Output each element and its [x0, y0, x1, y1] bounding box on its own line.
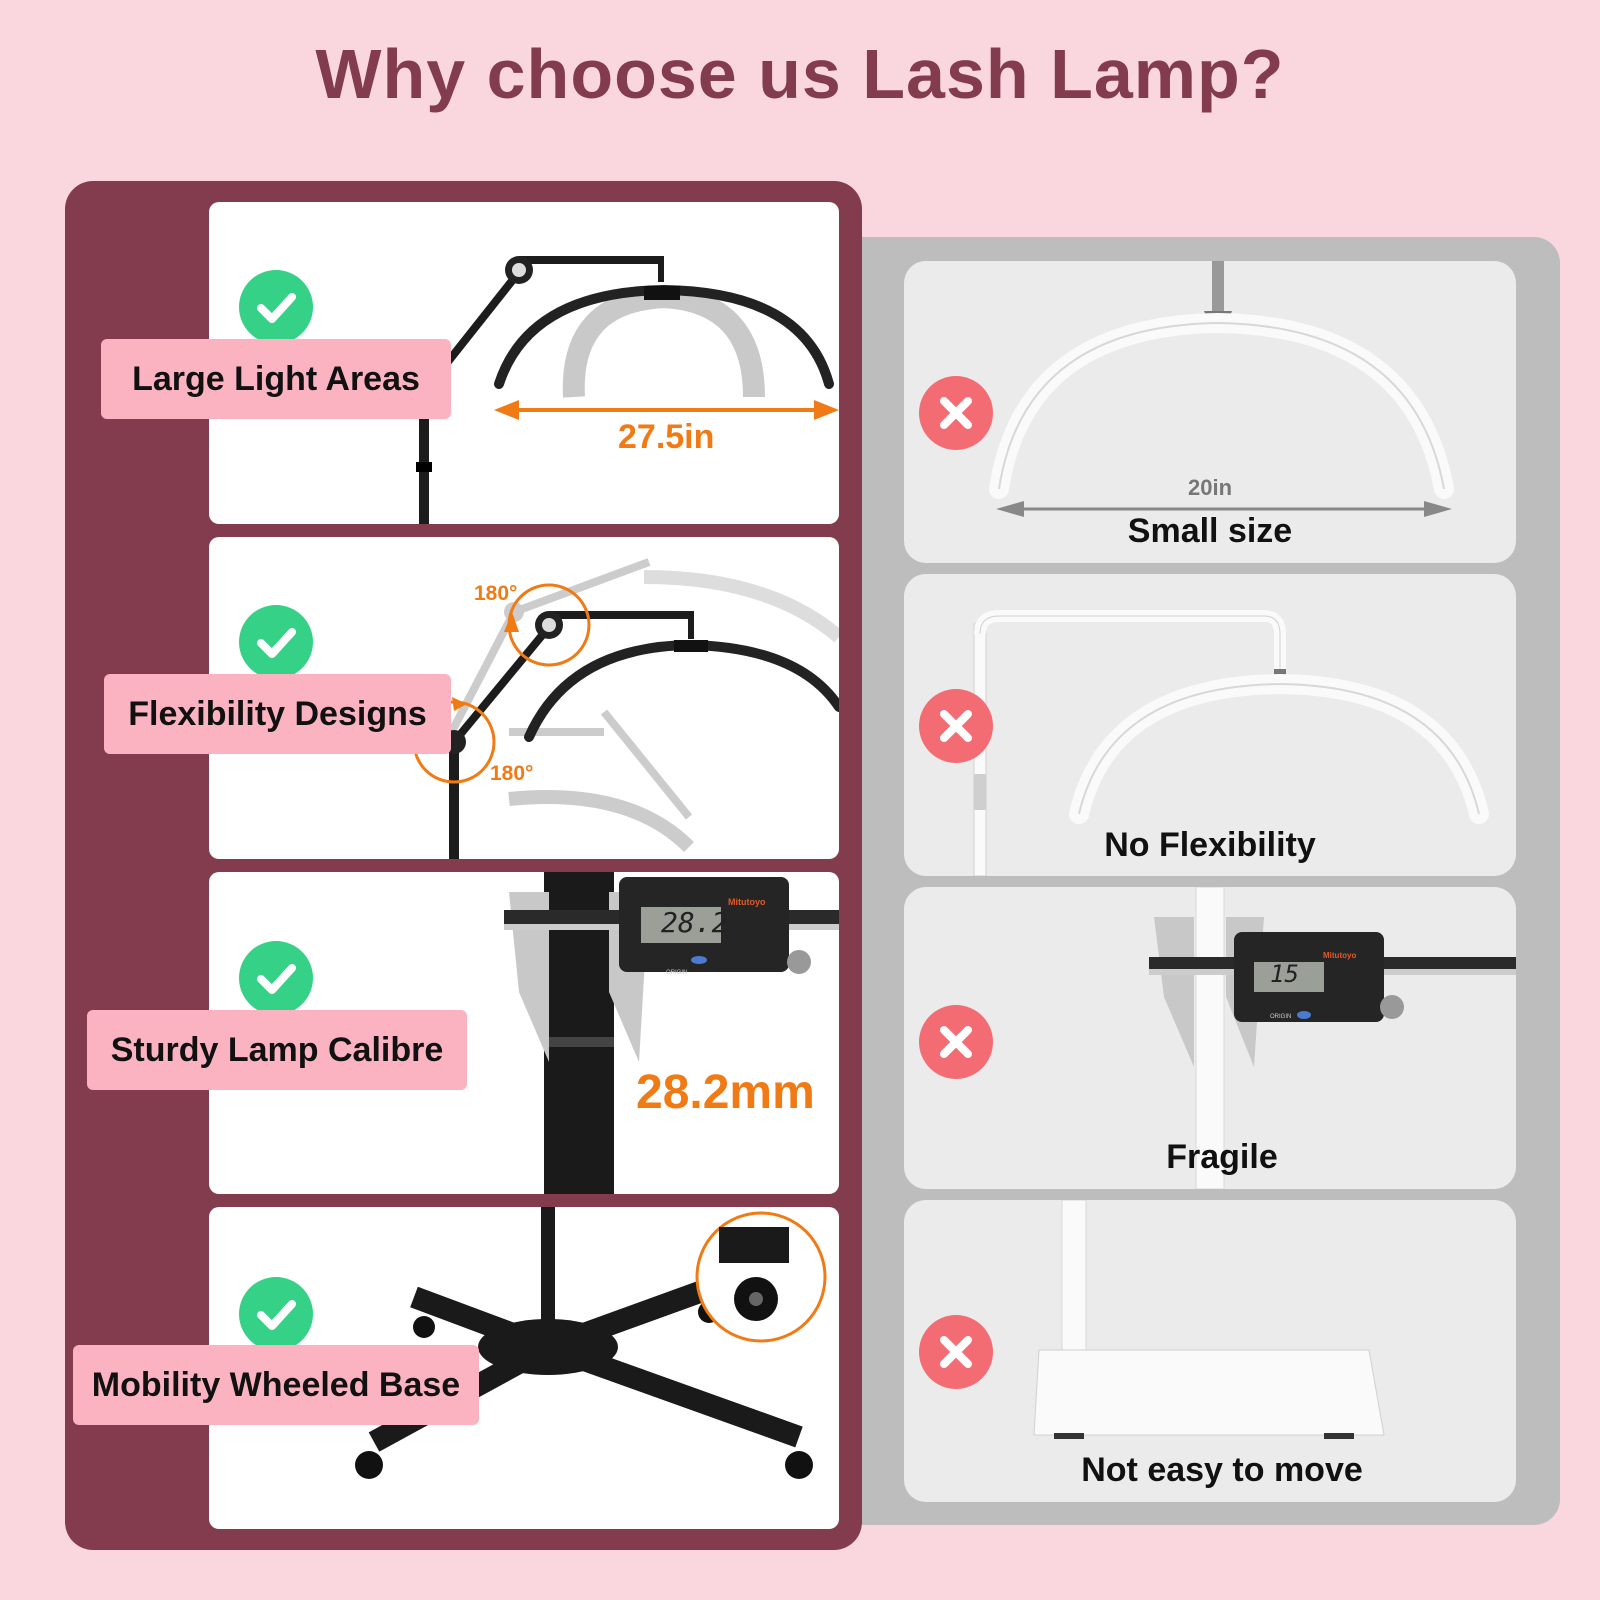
calibre-measure: 28.2mm [636, 1066, 815, 1119]
caliper-brand: Mitutoyo [1323, 951, 1357, 960]
rotation-angle-bottom: 180° [490, 762, 534, 785]
caliper-origin-button: ORIGIN [1270, 1014, 1292, 1020]
check-icon [239, 270, 313, 344]
small-lamp-illustration [989, 261, 1454, 517]
thin-pole-caliper-illustration [1149, 887, 1516, 1189]
cross-icon [919, 376, 993, 450]
rotation-angle-top: 180° [474, 582, 518, 605]
advantage-label: Flexibility Designs [104, 674, 451, 754]
disadvantage-label: Small size [1127, 512, 1293, 550]
advantage-label: Large Light Areas [101, 339, 451, 419]
check-icon [239, 605, 313, 679]
check-icon [239, 1277, 313, 1351]
disadvantage-card-no-flexibility [904, 574, 1516, 876]
disadvantage-card-fragile [904, 887, 1516, 1189]
disadvantage-card-not-easy-to-move [904, 1200, 1516, 1502]
caliper-reading: 28.2 [661, 906, 729, 939]
advantage-label: Sturdy Lamp Calibre [87, 1010, 467, 1090]
caliper-measure-illustration [504, 872, 839, 1194]
lamp-arc-illustration [416, 256, 839, 524]
advantage-label: Mobility Wheeled Base [73, 1345, 479, 1425]
check-icon [239, 941, 313, 1015]
cross-icon [919, 1005, 993, 1079]
caliper-brand: Mitutoyo [728, 897, 766, 907]
disadvantage-card-small-size [904, 261, 1516, 563]
flat-base-illustration [1033, 1200, 1385, 1439]
lamp-rotation-illustration [412, 558, 839, 859]
caliper-origin-button: ORIGIN [666, 970, 688, 976]
disadvantage-label: Not easy to move [1081, 1451, 1363, 1489]
disadvantage-label: Fragile [1166, 1138, 1278, 1176]
cross-icon [919, 689, 993, 763]
light-area-measure: 27.5in [618, 418, 715, 456]
page-title: Why choose us Lash Lamp? [315, 35, 1285, 113]
cross-icon [919, 1315, 993, 1389]
caliper-reading: 15 [1270, 960, 1299, 988]
small-size-measure: 20in [1188, 475, 1233, 500]
disadvantage-label: No Flexibility [1104, 826, 1316, 864]
